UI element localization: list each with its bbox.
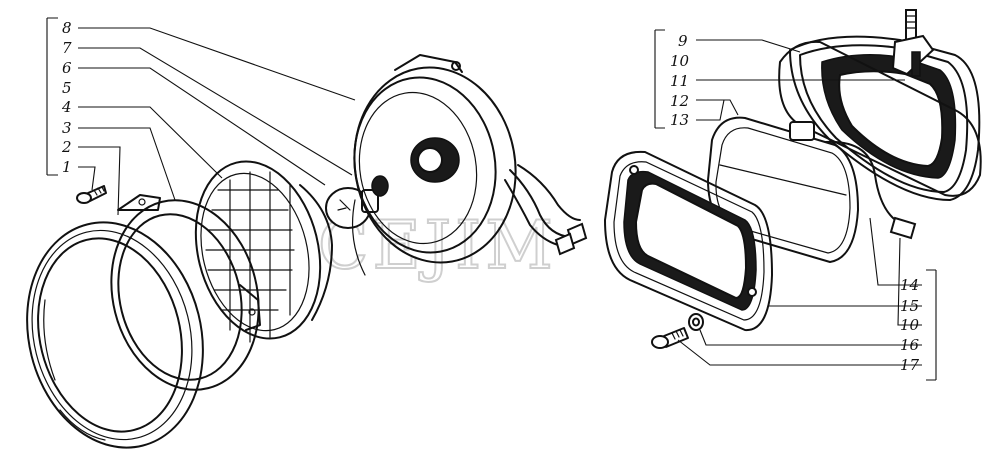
label-17: 17 <box>900 356 920 374</box>
labels-left: 8 7 6 5 4 3 2 1 <box>61 19 72 176</box>
housing-wires <box>504 164 588 256</box>
label-5: 5 <box>62 79 72 97</box>
label-8: 8 <box>62 19 72 37</box>
marker-lamp-assembly <box>604 9 982 349</box>
part-16-washer <box>688 313 704 331</box>
label-12: 12 <box>670 92 689 110</box>
label-10-bottom: 10 <box>900 316 920 334</box>
part-9-gasket <box>778 40 982 197</box>
lamp-body <box>789 9 981 201</box>
label-16: 16 <box>900 336 920 354</box>
label-6: 6 <box>62 59 72 77</box>
label-3: 3 <box>62 119 72 137</box>
leader-lines-right <box>654 29 937 381</box>
label-10-top: 10 <box>670 52 690 70</box>
label-14: 14 <box>900 276 919 294</box>
part-17-screw <box>651 327 689 349</box>
leader-lines-left <box>46 17 356 216</box>
labels-right: 9 10 11 12 13 14 15 10 16 17 <box>670 32 920 374</box>
headlamp-assembly <box>26 54 588 449</box>
part-14-wire <box>825 140 917 240</box>
label-11: 11 <box>670 72 689 90</box>
part-2-outer-rim <box>26 221 204 449</box>
part-3-inner-rim <box>110 194 261 391</box>
part-8-housing <box>351 54 517 276</box>
part-4-lens-unit <box>194 160 333 343</box>
label-13: 13 <box>670 111 689 129</box>
label-15: 15 <box>900 297 919 315</box>
label-2: 2 <box>61 138 72 156</box>
part-1-screw <box>76 185 107 204</box>
label-1: 1 <box>62 158 72 176</box>
label-7: 7 <box>62 39 72 57</box>
label-4: 4 <box>61 98 72 116</box>
label-9: 9 <box>678 32 688 50</box>
part-15-frame <box>604 150 773 332</box>
